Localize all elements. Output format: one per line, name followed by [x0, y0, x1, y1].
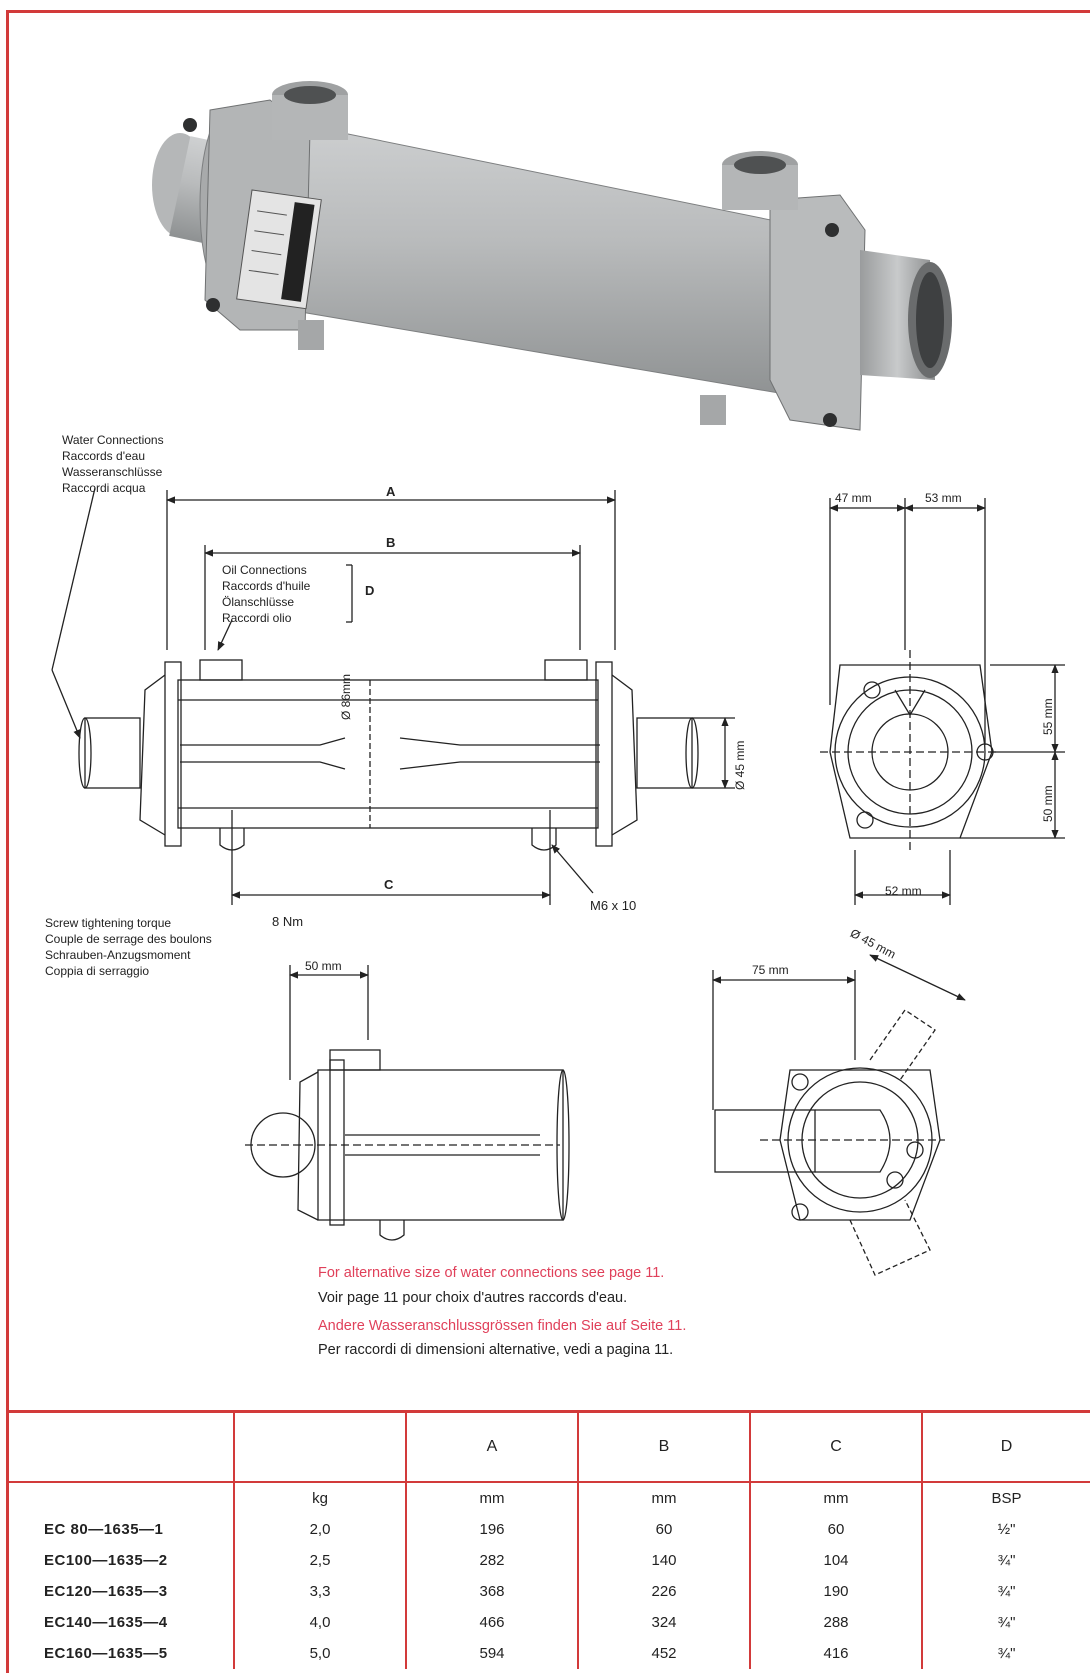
oil-connections-label: Oil Connections Raccords d'huile Ölansch… — [222, 563, 311, 625]
screw-torque-label: Screw tightening torque Couple de serrag… — [45, 916, 212, 978]
table-row: EC120—1635—3 3,3 368 226 190 ¾" — [6, 1576, 1090, 1607]
end-view-dim-50: 50 mm — [1041, 785, 1055, 822]
end-view-dim-55: 55 mm — [1041, 698, 1055, 735]
specifications-table: A B C D kg mm mm mm BSP EC 80—1635—1 2,0… — [6, 1410, 1090, 1669]
end-view-dim-53: 53 mm — [925, 491, 962, 505]
table-row: EC 80—1635—1 2,0 196 60 60 ½" — [6, 1514, 1090, 1545]
note-italian: Per raccordi di dimensioni alternative, … — [318, 1342, 674, 1358]
header-c: C — [750, 1411, 923, 1483]
dimension-c-label: C — [384, 877, 394, 892]
table-units-row: kg mm mm mm BSP — [6, 1482, 1090, 1514]
pipe-diameter-label: Ø 45 mm — [733, 740, 747, 790]
water-connections-label: Water Connections Raccords d'eau Wassera… — [62, 433, 164, 495]
header-weight — [234, 1411, 407, 1483]
dimension-b-label: B — [386, 535, 396, 550]
dimension-a-label: A — [386, 484, 396, 499]
alt-side-view-drawing — [245, 965, 570, 1241]
note-french: Voir page 11 pour choix d'autres raccord… — [318, 1290, 628, 1306]
header-a: A — [406, 1411, 579, 1483]
note-english: For alternative size of water connection… — [318, 1265, 665, 1281]
table-header-row: A B C D — [6, 1411, 1090, 1483]
product-photo — [152, 81, 952, 431]
note-german: Andere Wasseranschlussgrössen finden Sie… — [318, 1318, 687, 1334]
table-row: EC160—1635—5 5,0 594 452 416 ¾" — [6, 1638, 1090, 1669]
torque-value: 8 Nm — [272, 914, 304, 929]
thread-size-label: M6 x 10 — [590, 898, 637, 913]
page-frame — [6, 10, 1090, 1673]
header-b: B — [578, 1411, 751, 1483]
header-model — [6, 1411, 235, 1483]
end-view-dim-52: 52 mm — [885, 884, 922, 898]
alt-end-dim-75: 75 mm — [752, 963, 789, 977]
alt-side-dim-50: 50 mm — [305, 959, 342, 973]
table-row: EC100—1635—2 2,5 282 140 104 ¾" — [6, 1545, 1090, 1576]
table-row: EC140—1635—4 4,0 466 324 288 ¾" — [6, 1607, 1090, 1638]
dimension-d-label: D — [365, 583, 375, 598]
body-diameter-label: Ø 86mm — [339, 673, 353, 720]
alt-end-view-drawing — [712, 954, 966, 1276]
end-view-dim-47: 47 mm — [835, 491, 872, 505]
header-d: D — [922, 1411, 1090, 1483]
end-view-drawing — [820, 498, 1065, 905]
side-view-drawing — [51, 487, 735, 905]
